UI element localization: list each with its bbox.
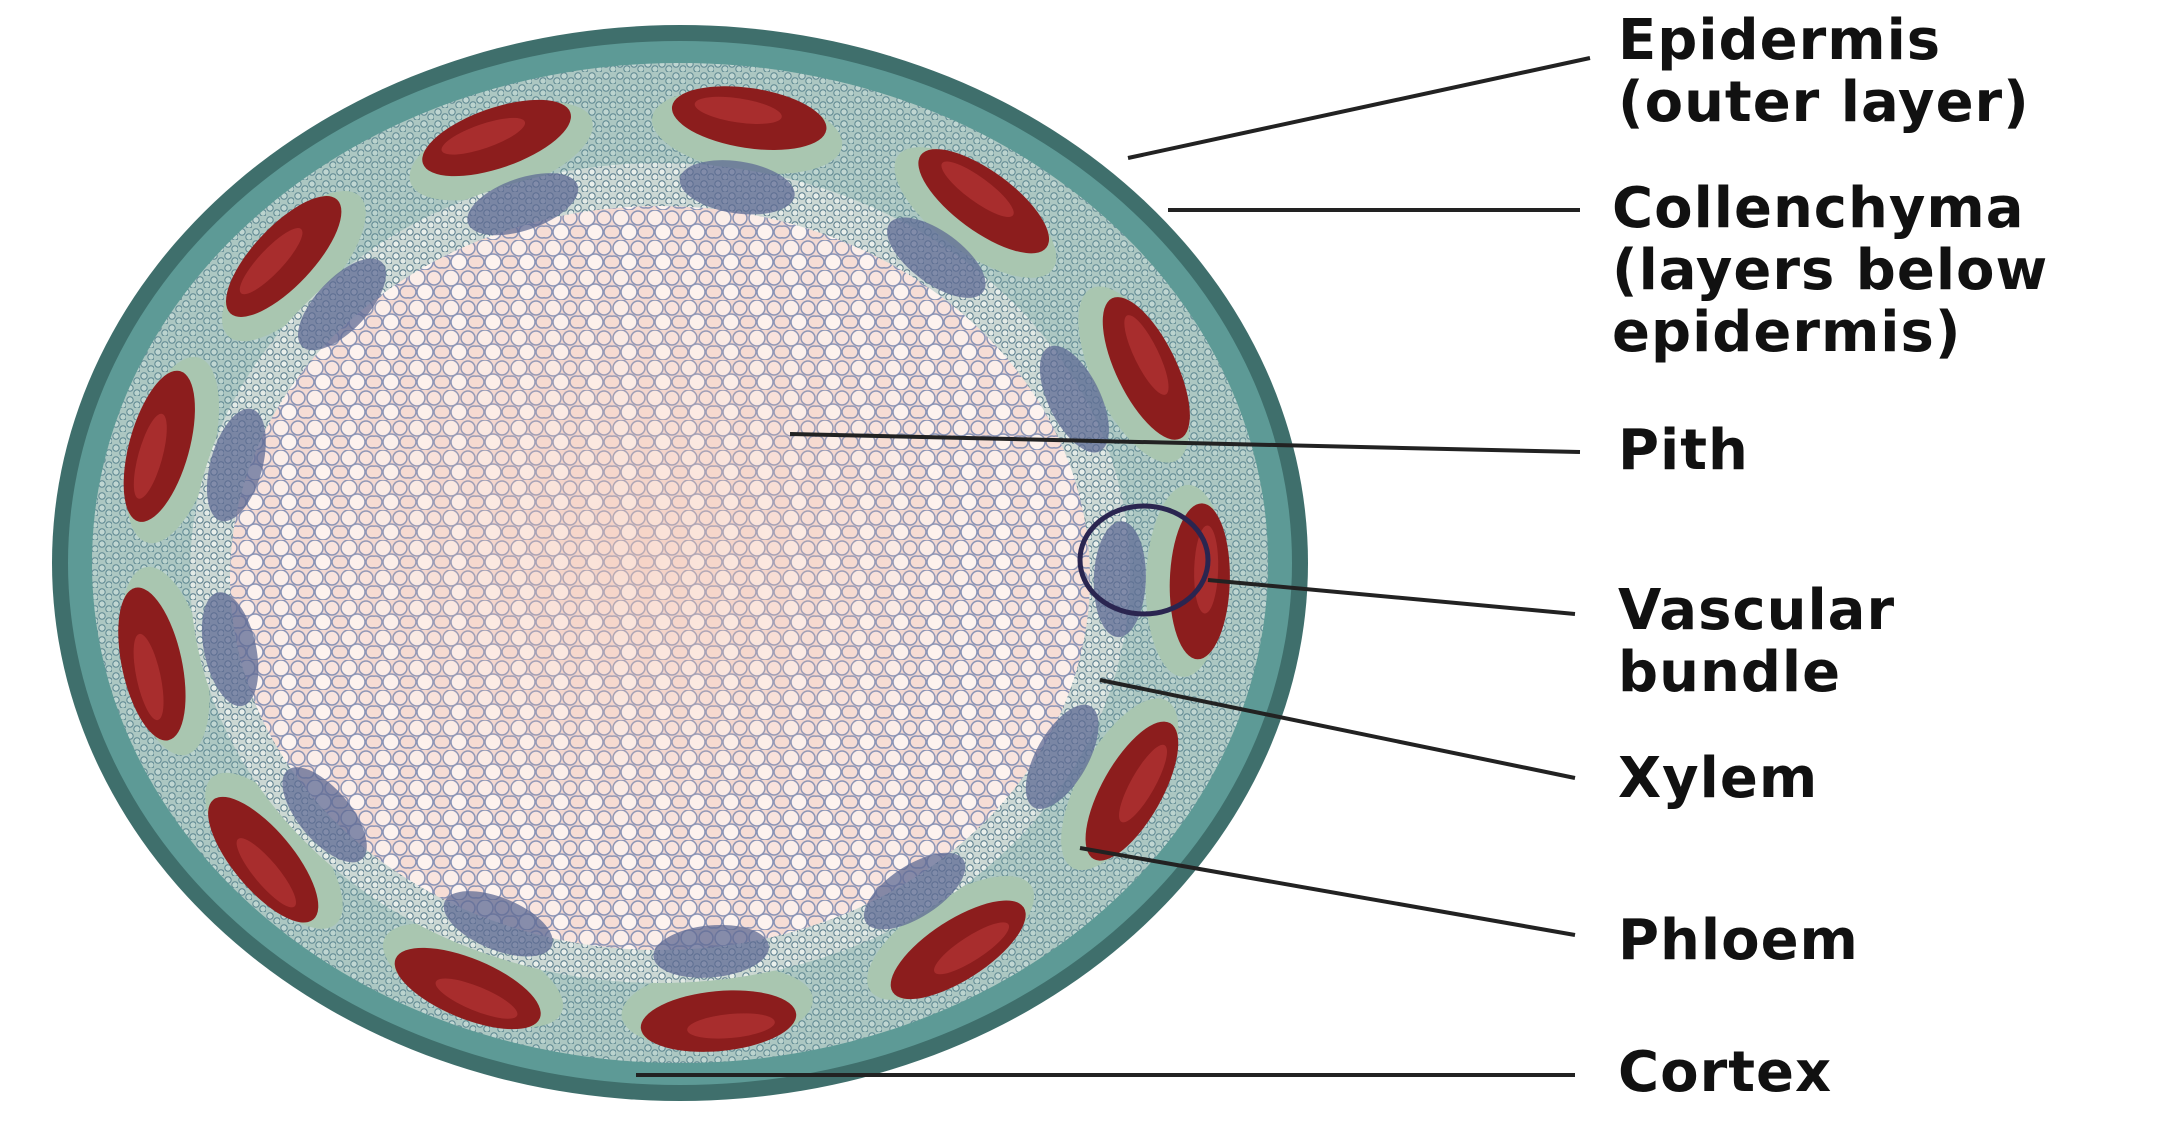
label-collenchyma: Collenchyma (layers below epidermis) (1612, 178, 2048, 364)
label-epidermis: Epidermis (outer layer) (1618, 10, 2030, 134)
label-cortex: Cortex (1618, 1042, 1832, 1104)
label-vascular-bundle: Vascular bundle (1618, 580, 1895, 704)
epidermis-leader (1128, 58, 1590, 158)
label-xylem: Xylem (1618, 748, 1818, 810)
label-pith: Pith (1618, 420, 1749, 482)
label-phloem: Phloem (1618, 910, 1859, 972)
